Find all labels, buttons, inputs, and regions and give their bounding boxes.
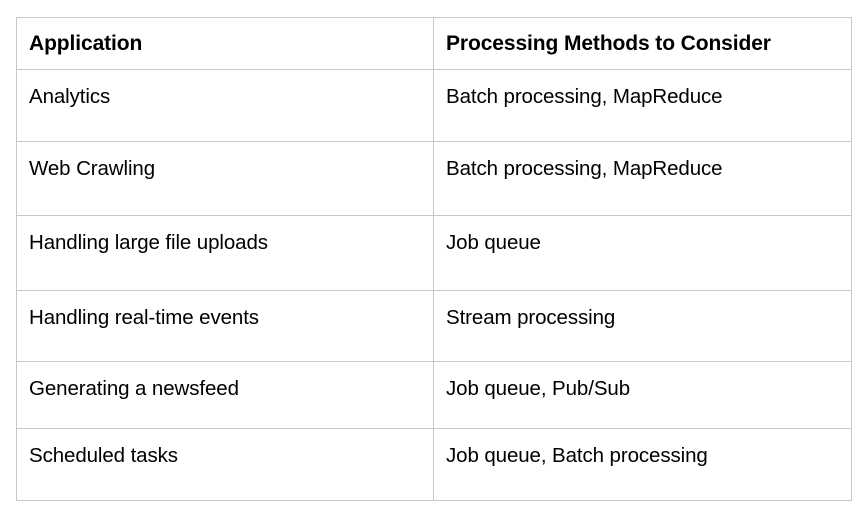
- cell-application: Handling large file uploads: [16, 215, 434, 291]
- cell-methods: Batch processing, MapReduce: [433, 141, 852, 216]
- cell-methods: Batch processing, MapReduce: [433, 69, 852, 142]
- table-container: Application Processing Methods to Consid…: [16, 17, 852, 501]
- column-header-application: Application: [16, 17, 434, 70]
- application-processing-methods-table: Application Processing Methods to Consid…: [16, 17, 852, 501]
- cell-application: Generating a newsfeed: [16, 361, 434, 429]
- column-header-methods: Processing Methods to Consider: [433, 17, 852, 70]
- table-header-row: Application Processing Methods to Consid…: [16, 17, 852, 70]
- cell-methods: Job queue, Pub/Sub: [433, 361, 852, 429]
- cell-application: Web Crawling: [16, 141, 434, 216]
- table-row: Analytics Batch processing, MapReduce: [16, 69, 852, 142]
- cell-methods: Job queue: [433, 215, 852, 291]
- table-row: Scheduled tasks Job queue, Batch process…: [16, 428, 852, 501]
- table-row: Web Crawling Batch processing, MapReduce: [16, 141, 852, 216]
- table-row: Generating a newsfeed Job queue, Pub/Sub: [16, 361, 852, 429]
- cell-methods: Job queue, Batch processing: [433, 428, 852, 501]
- cell-methods: Stream processing: [433, 290, 852, 362]
- table-header: Application Processing Methods to Consid…: [16, 17, 852, 70]
- table-row: Handling large file uploads Job queue: [16, 215, 852, 291]
- cell-application: Scheduled tasks: [16, 428, 434, 501]
- table-body: Analytics Batch processing, MapReduce We…: [16, 69, 852, 501]
- cell-application: Analytics: [16, 69, 434, 142]
- cell-application: Handling real-time events: [16, 290, 434, 362]
- table-row: Handling real-time events Stream process…: [16, 290, 852, 362]
